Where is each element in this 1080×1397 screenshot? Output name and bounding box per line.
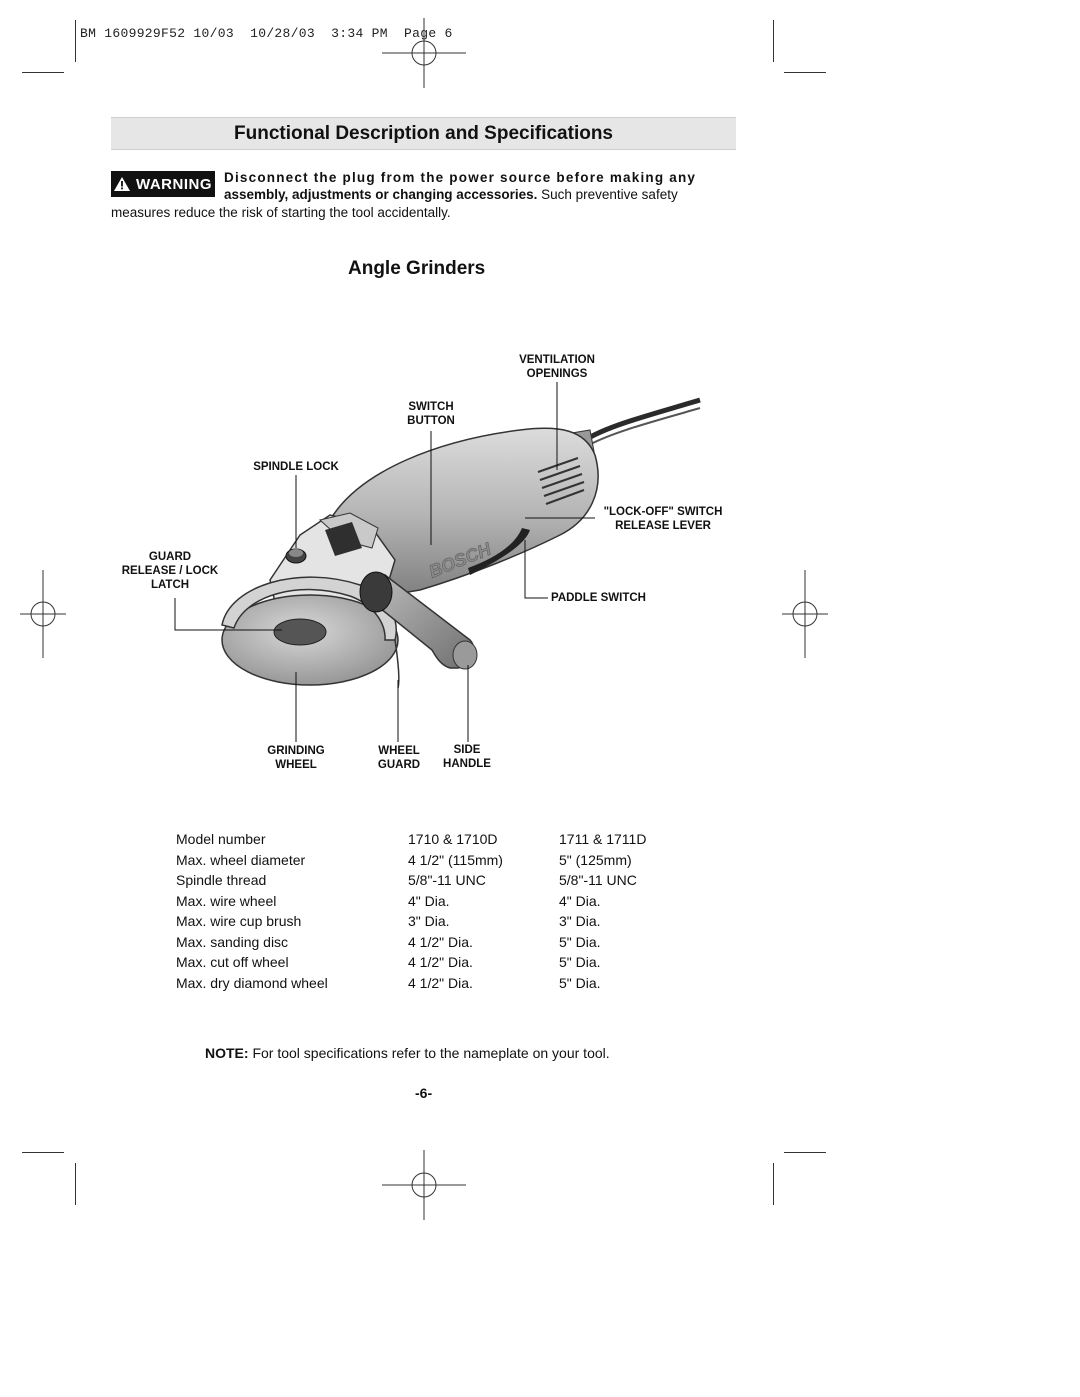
spec-value-1710: 4 1/2" Dia. [408,934,473,950]
callout-line: GUARD [377,759,421,771]
spec-label: Max. dry diamond wheel [176,975,328,991]
callout-leaders [174,382,595,742]
callout-switch-button: SWITCH BUTTON [386,400,476,428]
spec-value-1710: 5/8"-11 UNC [408,872,486,888]
callout-grinding-wheel: GRINDING WHEEL [256,744,336,772]
registration-mark-right [782,570,828,658]
warning-text-rest: Such preventive safety [537,187,678,202]
warning-badge: WARNING [111,171,215,197]
spec-value-1711: 4" Dia. [559,893,601,909]
callout-line: BUTTON [407,415,455,427]
callout-line: WHEEL [378,745,420,757]
spec-value-1711: 5/8"-11 UNC [559,872,637,888]
spec-value-1711: 5" Dia. [559,954,601,970]
table-row: Max. wire cup brush 3" Dia. 3" Dia. [0,913,1080,933]
warning-text-line2: assembly, adjustments or changing access… [224,187,736,202]
spec-value-1710: 4 1/2" Dia. [408,954,473,970]
callout-line: SPINDLE LOCK [253,461,339,473]
callout-side-handle: SIDE HANDLE [436,743,498,771]
callout-spindle-lock: SPINDLE LOCK [236,460,356,474]
spec-value-1710: 1710 & 1710D [408,831,498,847]
section-title: Functional Description and Specification… [234,122,613,144]
callout-guard-release-lock-latch: GUARD RELEASE / LOCK LATCH [110,550,230,592]
spec-value-1710: 4 1/2" Dia. [408,975,473,991]
spec-value-1711: 1711 & 1711D [559,831,647,847]
table-row: Spindle thread 5/8"-11 UNC 5/8"-11 UNC [0,872,1080,892]
callout-line: GRINDING [267,745,325,757]
table-row: Max. dry diamond wheel 4 1/2" Dia. 5" Di… [0,975,1080,995]
warning-triangle-icon [114,177,130,191]
angle-grinder-illustration: BOSCH [221,397,701,689]
table-row: Model number 1710 & 1710D 1711 & 1711D [0,831,1080,851]
callout-line: SIDE [453,744,481,756]
spec-value-1711: 3" Dia. [559,913,601,929]
spec-value-1711: 5" Dia. [559,975,601,991]
specifications-note: NOTE: For tool specifications refer to t… [205,1045,610,1061]
spec-label: Spindle thread [176,872,267,888]
registration-mark-left [20,570,66,658]
registration-mark-bottom [382,1150,466,1220]
callout-line: GUARD [148,551,192,563]
callout-paddle-switch: PADDLE SWITCH [551,591,661,605]
spec-label: Max. sanding disc [176,934,289,950]
spec-label: Max. wire cup brush [176,913,302,929]
note-label: NOTE: [205,1045,249,1061]
callout-lockoff-switch-release-lever: "LOCK-OFF" SWITCH RELEASE LEVER [593,505,733,533]
page-number: -6- [415,1085,433,1101]
callout-wheel-guard: WHEEL GUARD [368,744,430,772]
callout-ventilation-openings: VENTILATION OPENINGS [507,353,607,381]
registration-mark-top [382,18,466,88]
section-header: Functional Description and Specification… [111,117,736,150]
table-row: Max. cut off wheel 4 1/2" Dia. 5" Dia. [0,954,1080,974]
table-row: Max. wheel diameter 4 1/2" (115mm) 5" (1… [0,852,1080,872]
spec-label: Max. cut off wheel [176,954,289,970]
figure-title: Angle Grinders [348,258,486,279]
callout-line: PADDLE SWITCH [551,592,646,604]
callout-line: HANDLE [443,758,491,770]
spec-value-1711: 5" (125mm) [559,852,632,868]
table-row: Max. wire wheel 4" Dia. 4" Dia. [0,893,1080,913]
callout-line: RELEASE / LOCK [121,565,219,577]
callout-line: SWITCH [408,401,454,413]
spec-value-1710: 4" Dia. [408,893,450,909]
callout-line: OPENINGS [526,368,588,380]
spec-label: Model number [176,831,266,847]
spec-value-1711: 5" Dia. [559,934,601,950]
callout-line: "LOCK-OFF" SWITCH [603,506,723,518]
callout-line: LATCH [150,579,190,591]
warning-text-line1: Disconnect the plug from the power sourc… [224,170,697,185]
warning-text-line3: measures reduce the risk of starting the… [111,205,451,220]
spec-value-1710: 4 1/2" (115mm) [408,852,503,868]
note-text: For tool specifications refer to the nam… [248,1045,610,1061]
print-slug: BM 1609929F52 10/03 10/28/03 3:34 PM Pag… [80,26,453,41]
warning-text-bold: assembly, adjustments or changing access… [224,187,538,202]
callout-line: WHEEL [275,759,317,771]
spec-label: Max. wire wheel [176,893,277,909]
spec-label: Max. wheel diameter [176,852,306,868]
callout-line: RELEASE LEVER [615,520,711,532]
warning-label: WARNING [136,175,212,193]
table-row: Max. sanding disc 4 1/2" Dia. 5" Dia. [0,934,1080,954]
callout-line: VENTILATION [519,354,595,366]
spec-value-1710: 3" Dia. [408,913,450,929]
